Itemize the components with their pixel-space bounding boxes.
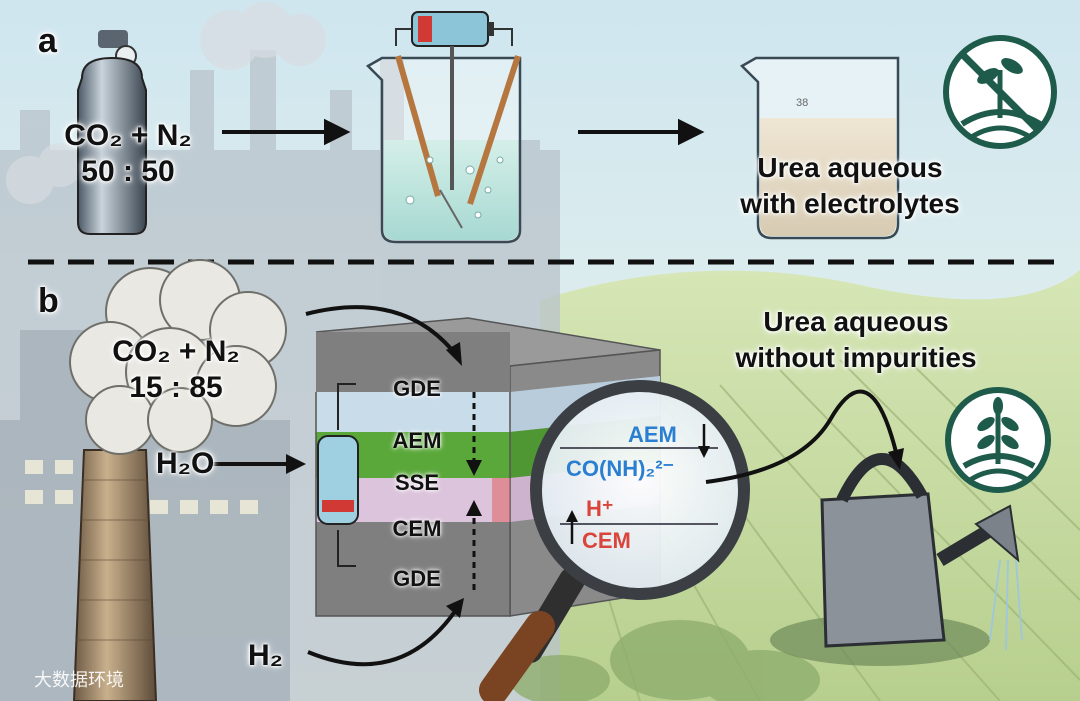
ion-arrowheads	[466, 460, 482, 516]
flow-arrows-a	[222, 118, 705, 146]
smokestack	[72, 449, 158, 701]
gas-feed-a: CO₂ + N₂ 50 : 50	[48, 118, 208, 190]
layer-aem: AEM	[392, 428, 442, 453]
electrolysis-beaker	[365, 46, 522, 244]
watering-can	[770, 453, 1023, 666]
gas-cylinder	[77, 30, 147, 235]
product-a-line2: with electrolytes	[740, 188, 960, 219]
layer-sse: SSE	[394, 470, 440, 495]
gas-ratio-a: 50 : 50	[81, 155, 175, 188]
smoke-cloud	[69, 259, 287, 455]
product-label-b: Urea aqueous without impurities	[706, 304, 1006, 376]
panel-label-a: a	[38, 22, 57, 60]
background-smoke	[6, 2, 326, 204]
product-label-a: Urea aqueous with electrolytes	[700, 150, 1000, 222]
flow-arrows-b	[212, 305, 898, 667]
product-b-line2: without impurities	[735, 342, 977, 373]
magnifier-aem-label: AEM	[628, 422, 677, 447]
magnifier	[479, 380, 750, 701]
water-input-label: H₂O	[156, 447, 215, 480]
plants	[510, 620, 820, 701]
watermark: 大数据环境	[34, 670, 124, 691]
layer-gde-top: GDE	[393, 376, 441, 401]
beaker-mark: 38	[796, 97, 808, 109]
product-b-line1: Urea aqueous	[763, 306, 949, 337]
product-a-line1: Urea aqueous	[757, 152, 943, 183]
hydrogen-input-label: H₂	[248, 639, 283, 672]
magnifier-cem-label: CEM	[582, 528, 631, 553]
flow-arrowheads-b	[286, 342, 904, 618]
gas-composition-a: CO₂ + N₂	[64, 119, 192, 152]
magnifier-urea-anion: CO(NH)₂²⁻	[566, 456, 675, 481]
factory-windows	[25, 460, 258, 514]
panel-label-b: b	[38, 282, 59, 320]
magnifier-proton: H⁺	[586, 496, 614, 521]
gas-feed-b: CO₂ + N₂ 15 : 85	[96, 334, 256, 406]
no-plant-icon	[943, 35, 1057, 149]
urea-beaker: 38	[739, 56, 900, 240]
gas-composition-b: CO₂ + N₂	[112, 335, 240, 368]
gas-ratio-b: 15 : 85	[129, 371, 223, 404]
battery-b	[317, 383, 359, 567]
layer-gde-bottom: GDE	[393, 566, 441, 591]
layer-cem: CEM	[392, 516, 442, 541]
plant-icon	[945, 387, 1051, 493]
